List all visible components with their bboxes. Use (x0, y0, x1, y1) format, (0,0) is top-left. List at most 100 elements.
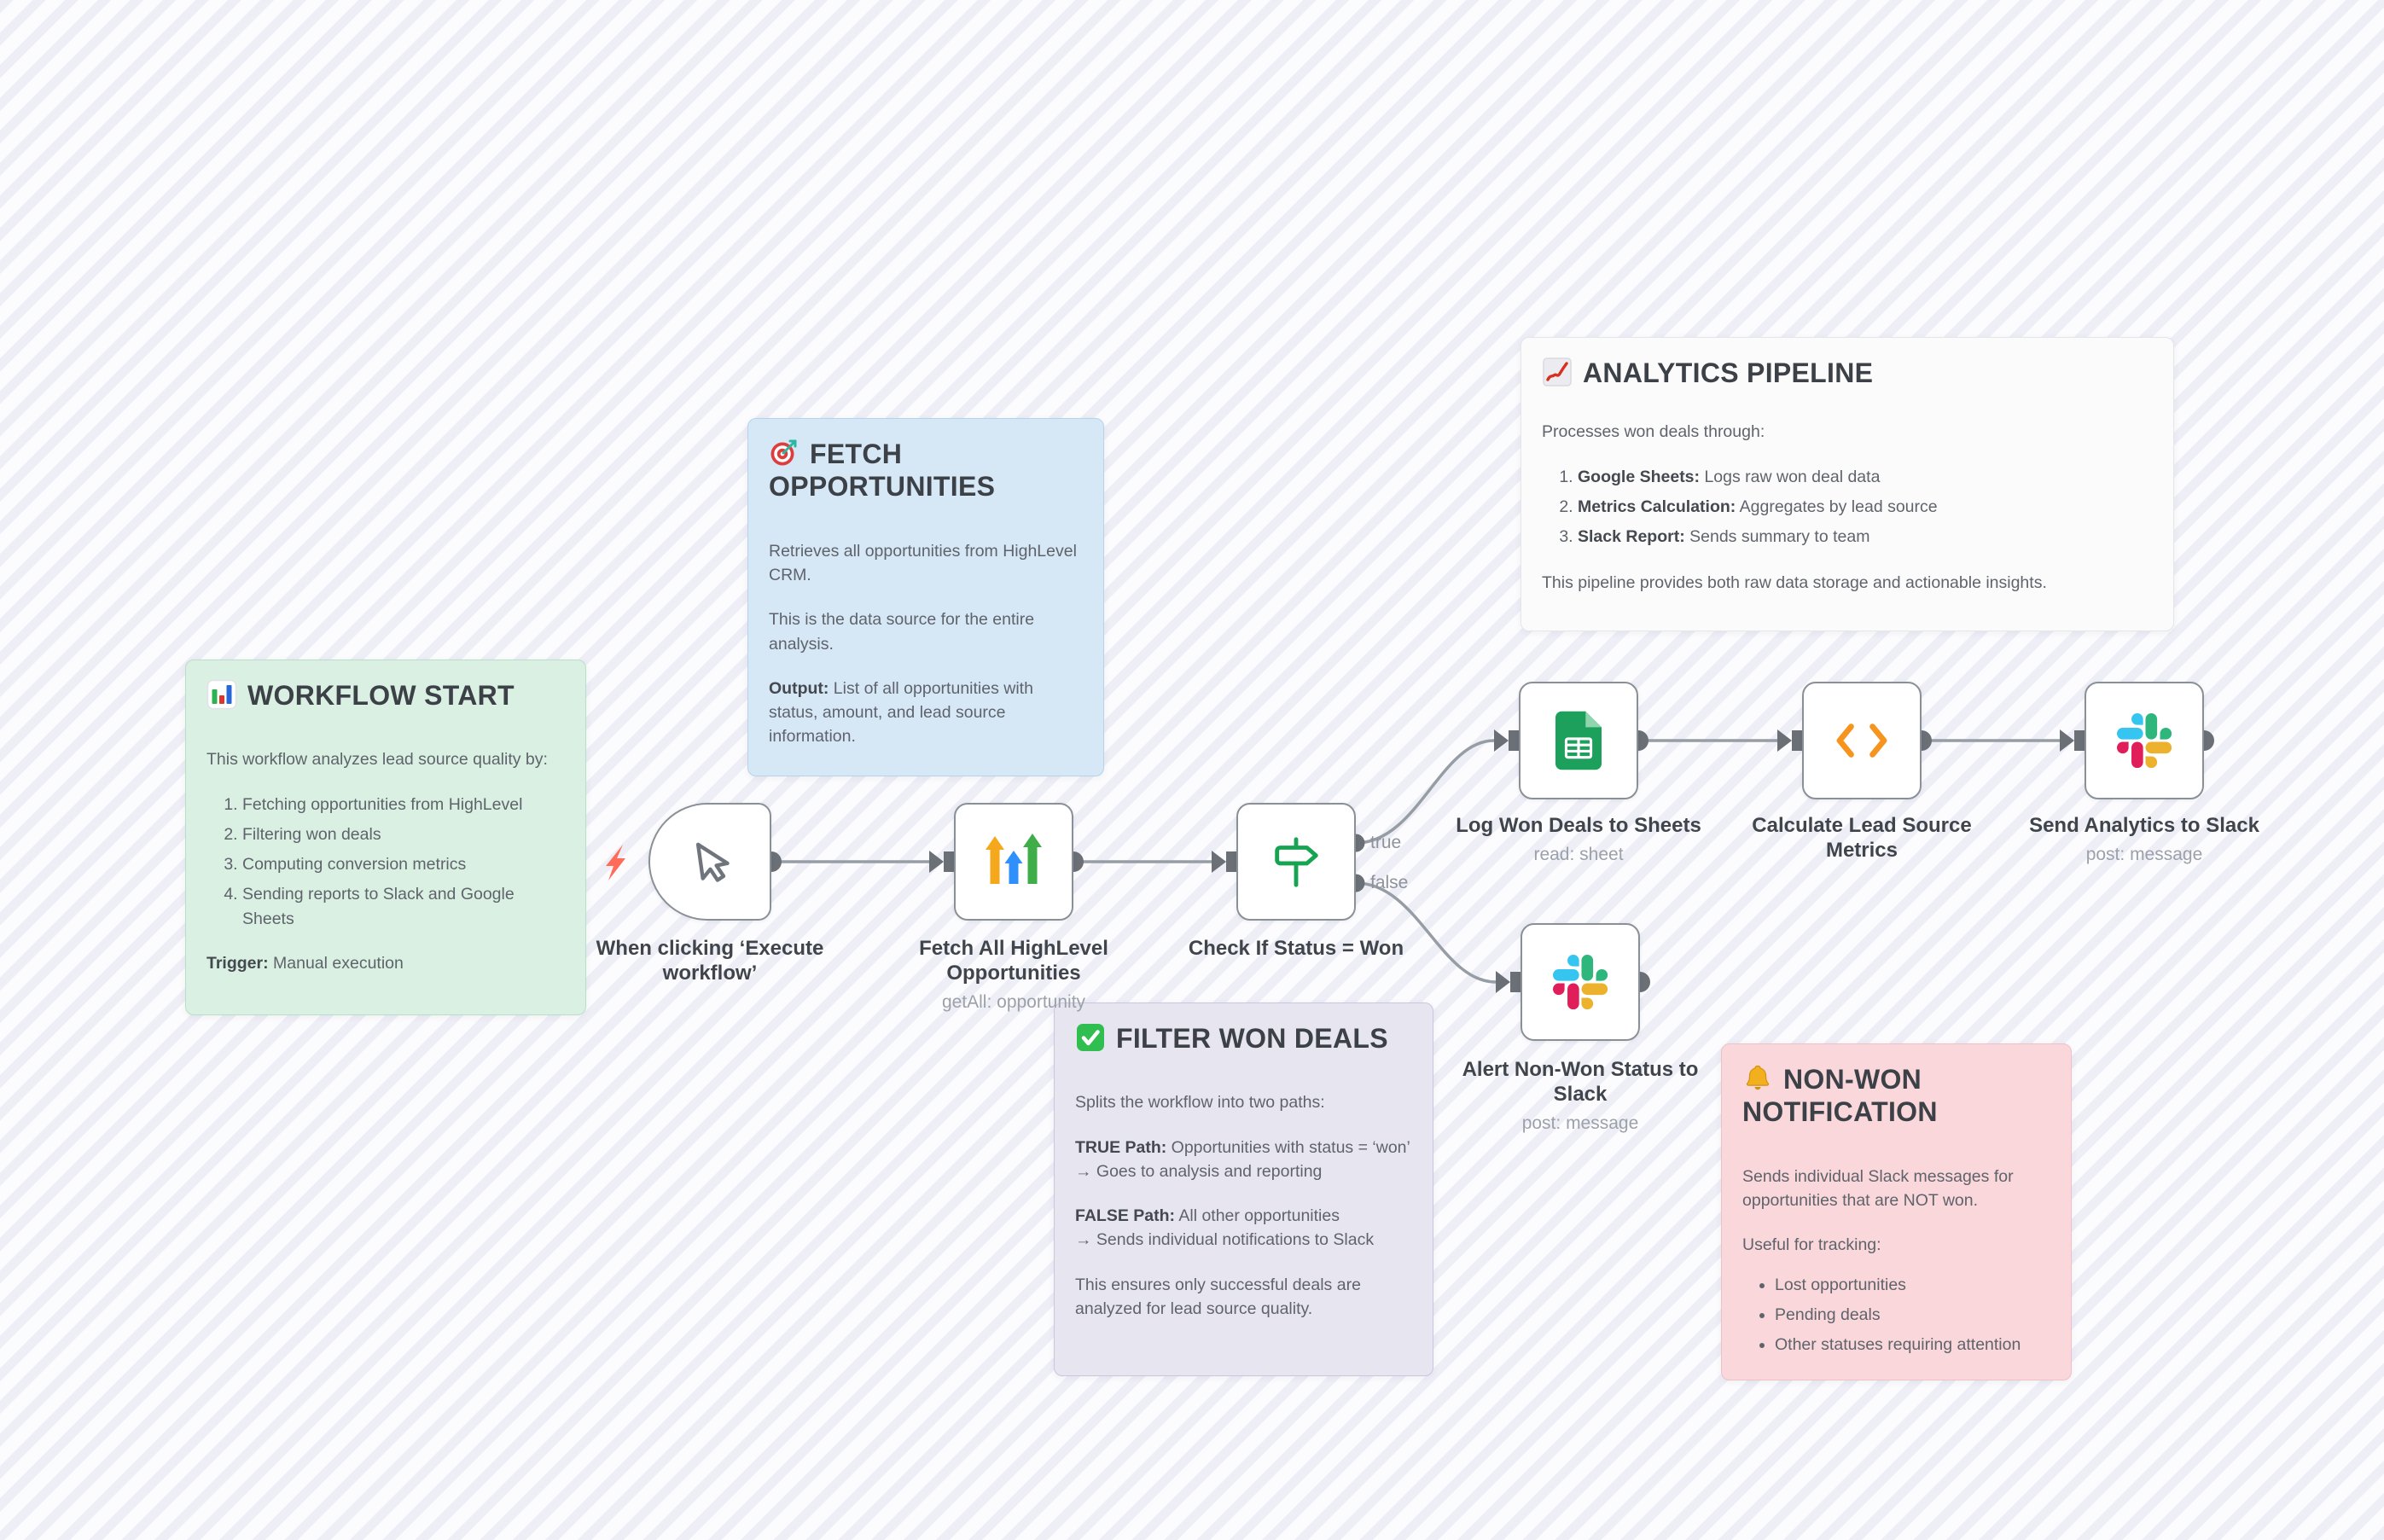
sticky-paragraph: FALSE Path: All other opportunities → Se… (1075, 1204, 1412, 1252)
sticky-numbered-list: Google Sheets: Logs raw won deal data Me… (1542, 465, 2153, 549)
sticky-paragraph: Trigger: Manual execution (206, 951, 565, 975)
sticky-title: NON-WON NOTIFICATION (1742, 1063, 2050, 1129)
check-icon (1077, 1024, 1104, 1051)
sticky-text: Logs raw won deal data (1700, 467, 1881, 486)
sticky-bold-text: TRUE Path: (1075, 1137, 1167, 1157)
sticky-workflow-start[interactable]: WORKFLOW START This workflow analyzes le… (185, 660, 586, 1015)
node-manual-trigger[interactable] (648, 803, 771, 921)
sticky-paragraph: TRUE Path: Opportunities with status = ‘… (1075, 1136, 1412, 1184)
list-item: Fetching opportunities from HighLevel (242, 793, 565, 816)
sticky-fetch-opportunities[interactable]: FETCH OPPORTUNITIES Retrieves all opport… (747, 418, 1104, 776)
highlevel-icon (986, 834, 1042, 884)
sticky-text: → Sends individual notifications to Slac… (1075, 1230, 1375, 1250)
input-port-code[interactable] (1777, 729, 1804, 752)
node-operation: getAll: opportunity (941, 991, 1086, 1012)
sticky-title-text: WORKFLOW START (247, 680, 515, 711)
sticky-title-text: FILTER WON DEALS (1116, 1023, 1388, 1054)
node-alert-non-won-status-to-slack[interactable] (1521, 923, 1640, 1041)
if-true-output-label: true (1370, 833, 1402, 852)
bar-chart-icon (206, 679, 237, 710)
sticky-text: Processes won deals through: (1542, 422, 1765, 442)
sticky-bold-text: Metrics Calculation: (1578, 497, 1736, 516)
sticky-bullet-list: Lost opportunities Pending deals Other s… (1742, 1273, 2050, 1357)
list-item: Slack Report: Sends summary to team (1578, 525, 2153, 549)
sticky-text: Splits the workflow into two paths: (1075, 1093, 1325, 1113)
node-fetch-highlevel-opportunities[interactable] (954, 803, 1073, 921)
code-icon (1836, 724, 1887, 758)
sticky-paragraph: Splits the workflow into two paths: (1075, 1090, 1412, 1114)
sticky-bold-text: Trigger: (206, 953, 269, 973)
sticky-text: Retrieves all opportunities from HighLev… (769, 541, 1077, 585)
node-label-calc-metrics: Calculate Lead Source Metrics (1717, 814, 2007, 863)
sticky-bold-text: Google Sheets: (1578, 467, 1701, 486)
sticky-paragraph: Retrieves all opportunities from HighLev… (769, 539, 1083, 588)
node-title: Send Analytics to Slack (2029, 814, 2259, 837)
sticky-numbered-list: Fetching opportunities from HighLevel Fi… (206, 793, 565, 931)
sticky-filter-won-deals[interactable]: FILTER WON DEALS Splits the workflow int… (1054, 1002, 1433, 1376)
node-operation: post: message (1521, 1113, 1639, 1133)
list-item: Google Sheets: Logs raw won deal data (1578, 465, 2153, 489)
sticky-bold-text: FALSE Path: (1075, 1206, 1176, 1226)
sticky-title-text: ANALYTICS PIPELINE (1583, 357, 1874, 388)
node-log-won-deals-to-sheets[interactable] (1519, 682, 1638, 799)
sticky-paragraph: Output: List of all opportunities with s… (769, 677, 1083, 749)
sticky-text: List of all opportunities with status, a… (769, 678, 1033, 747)
input-port-if[interactable] (1212, 851, 1238, 873)
connection-if-false-to-alert[interactable] (1355, 881, 1497, 984)
input-port-fetch[interactable] (929, 851, 956, 873)
sticky-bold-text: Slack Report: (1578, 527, 1685, 547)
list-item: Computing conversion metrics (242, 852, 565, 876)
node-calculate-lead-source-metrics[interactable] (1802, 682, 1922, 799)
list-item: Metrics Calculation: Aggregates by lead … (1578, 495, 2153, 519)
sticky-text: Opportunities with status = ‘won’ (1166, 1137, 1410, 1157)
sticky-paragraph: Processes won deals through: (1542, 420, 2153, 444)
sticky-paragraph: Sends individual Slack messages for oppo… (1742, 1165, 2050, 1213)
sticky-text: All other opportunities (1175, 1206, 1340, 1226)
node-title: Log Won Deals to Sheets (1456, 814, 1701, 837)
sticky-text: Manual execution (268, 953, 404, 973)
node-label-fetch-highlevel: Fetch All HighLevel Opportunities getAll… (869, 937, 1159, 1013)
sticky-title: ANALYTICS PIPELINE (1542, 357, 2153, 389)
list-item: Sending reports to Slack and Google Shee… (242, 882, 565, 931)
chart-up-icon (1543, 357, 1572, 386)
input-port-slack-send[interactable] (2060, 729, 2086, 752)
node-title: Calculate Lead Source Metrics (1752, 814, 1972, 862)
sticky-text: This workflow analyzes lead source quali… (206, 750, 548, 770)
sticky-paragraph: This is the data source for the entire a… (769, 607, 1083, 656)
sticky-title-text: FETCH OPPORTUNITIES (769, 439, 996, 503)
sticky-text: This ensures only successful deals are a… (1075, 1275, 1361, 1318)
node-check-if-status-won[interactable] (1236, 803, 1356, 921)
node-send-analytics-to-slack[interactable] (2085, 682, 2204, 799)
node-label-alert-slack: Alert Non-Won Status to Slack post: mess… (1435, 1058, 1725, 1134)
slack-icon (2117, 713, 2172, 768)
node-title: Check If Status = Won (1188, 937, 1404, 960)
node-operation: post: message (2085, 844, 2203, 864)
sticky-text: This is the data source for the entire a… (769, 610, 1035, 654)
sticky-title: WORKFLOW START (206, 679, 565, 712)
connection-if-true-to-sheets[interactable] (1355, 739, 1495, 845)
node-title: Alert Non-Won Status to Slack (1462, 1058, 1699, 1106)
sticky-analytics-pipeline[interactable]: ANALYTICS PIPELINE Processes won deals t… (1521, 337, 2174, 631)
signpost-icon (1275, 837, 1318, 887)
sticky-paragraph: This workflow analyzes lead source quali… (206, 747, 565, 771)
sticky-text: This pipeline provides both raw data sto… (1542, 573, 2047, 593)
node-operation: read: sheet (1533, 844, 1624, 864)
trigger-bolt-icon (606, 845, 625, 880)
bell-icon (1746, 1065, 1770, 1090)
slack-icon (1553, 955, 1608, 1009)
sticky-text: → Goes to analysis and reporting (1075, 1161, 1323, 1181)
sticky-non-won-notification[interactable]: NON-WON NOTIFICATION Sends individual Sl… (1721, 1043, 2072, 1380)
sticky-title: FILTER WON DEALS (1075, 1022, 1412, 1055)
sticky-text: Useful for tracking: (1742, 1235, 1881, 1255)
input-port-sheets[interactable] (1494, 729, 1521, 752)
node-label-manual-trigger: When clicking ‘Execute workflow’ (565, 937, 855, 986)
google-sheets-icon (1555, 711, 1602, 770)
input-port-alert[interactable] (1496, 971, 1522, 993)
sticky-text: Sends individual Slack messages for oppo… (1742, 1166, 2014, 1211)
list-item: Filtering won deals (242, 822, 565, 846)
sticky-bold-text: Output: (769, 678, 829, 698)
list-item: Other statuses requiring attention (1775, 1333, 2050, 1357)
cursor-icon (695, 842, 730, 882)
